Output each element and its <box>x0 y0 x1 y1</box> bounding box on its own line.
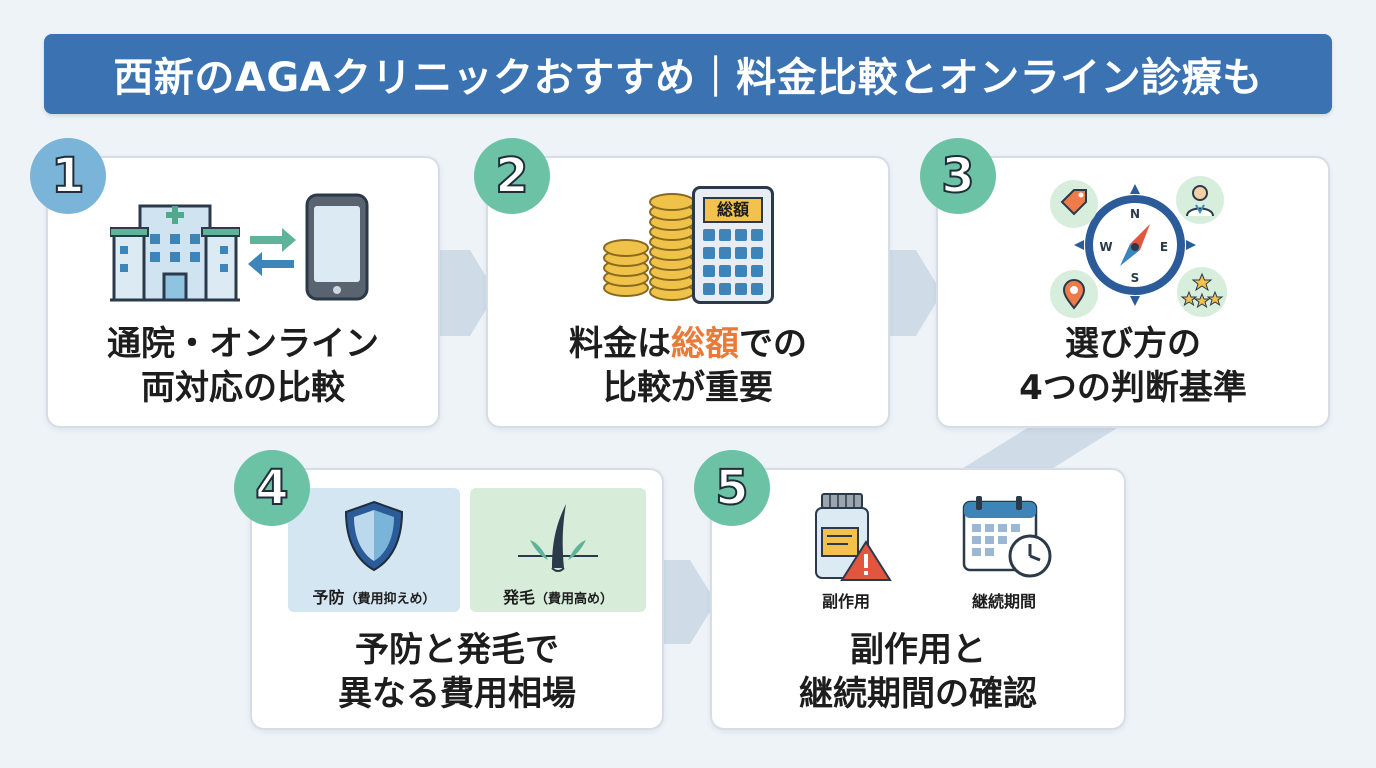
doctor-icon <box>1176 176 1224 224</box>
step-card-4: 予防（費用抑えめ） 発毛（費用高め） 予防と発毛で 異なる費用相場 <box>250 468 664 730</box>
shield-icon <box>344 500 404 572</box>
step-3-caption: 選び方の 4つの判断基準 <box>1019 324 1247 408</box>
connector-3-5 <box>960 420 1130 470</box>
step-2-caption: 料金は総額での 比較が重要 <box>569 324 807 408</box>
connector-2-3 <box>888 250 942 336</box>
calculator-icon: 総額 <box>692 186 774 304</box>
step-badge-5: 5 <box>694 450 770 526</box>
medicine-bottle-warning-icon <box>815 493 892 581</box>
hair-growth-icon <box>518 504 598 572</box>
compass-e: E <box>1160 240 1168 254</box>
connector-1-2 <box>438 250 496 336</box>
step-card-1: 通院・オンライン 両対応の比較 <box>46 156 440 428</box>
step-5-caption: 副作用と 継続期間の確認 <box>799 630 1037 714</box>
compass-w: W <box>1099 240 1112 254</box>
step-4-caption: 予防と発毛で 異なる費用相場 <box>338 630 576 714</box>
step-card-2: 総額 料金は総額での 比較が重要 <box>486 156 890 428</box>
calendar-clock-icon <box>962 496 1052 578</box>
exchange-arrows-icon <box>248 228 296 276</box>
compass-s: S <box>1131 271 1140 285</box>
growth-label: 発毛（費用高め） <box>502 588 614 607</box>
side-effect-label: 副作用 <box>821 592 870 611</box>
step-badge-3: 3 <box>920 138 996 214</box>
location-pin-icon <box>1050 270 1098 318</box>
highlight-total: 総額 <box>671 324 739 364</box>
calculator-display-label: 総額 <box>703 197 763 223</box>
step-badge-4: 4 <box>234 450 310 526</box>
prevention-label: 予防（費用抑えめ） <box>312 588 436 607</box>
step-card-3: N W E S 選び方の 4つの判断基準 <box>936 156 1330 428</box>
smartphone-icon <box>305 193 369 301</box>
prevention-panel: 予防（費用抑えめ） <box>288 488 460 612</box>
page-title: 西新のAGAクリニックおすすめ｜料金比較とオンライン診療も <box>44 34 1332 114</box>
step-badge-2: 2 <box>474 138 550 214</box>
stars-icon <box>1177 267 1227 317</box>
step-1-caption: 通院・オンライン 両対応の比較 <box>107 324 379 408</box>
compass-n: N <box>1130 207 1140 221</box>
step-badge-1: 1 <box>30 138 106 214</box>
connector-4-5 <box>662 560 716 644</box>
growth-panel: 発毛（費用高め） <box>470 488 646 612</box>
hospital-icon <box>110 204 240 302</box>
compass-icon: N W E S <box>1074 184 1196 306</box>
price-tag-icon <box>1050 180 1098 228</box>
step-card-5: 副作用 継続期間 副作用と 継続期間の確認 <box>710 468 1126 730</box>
duration-label: 継続期間 <box>971 592 1036 611</box>
